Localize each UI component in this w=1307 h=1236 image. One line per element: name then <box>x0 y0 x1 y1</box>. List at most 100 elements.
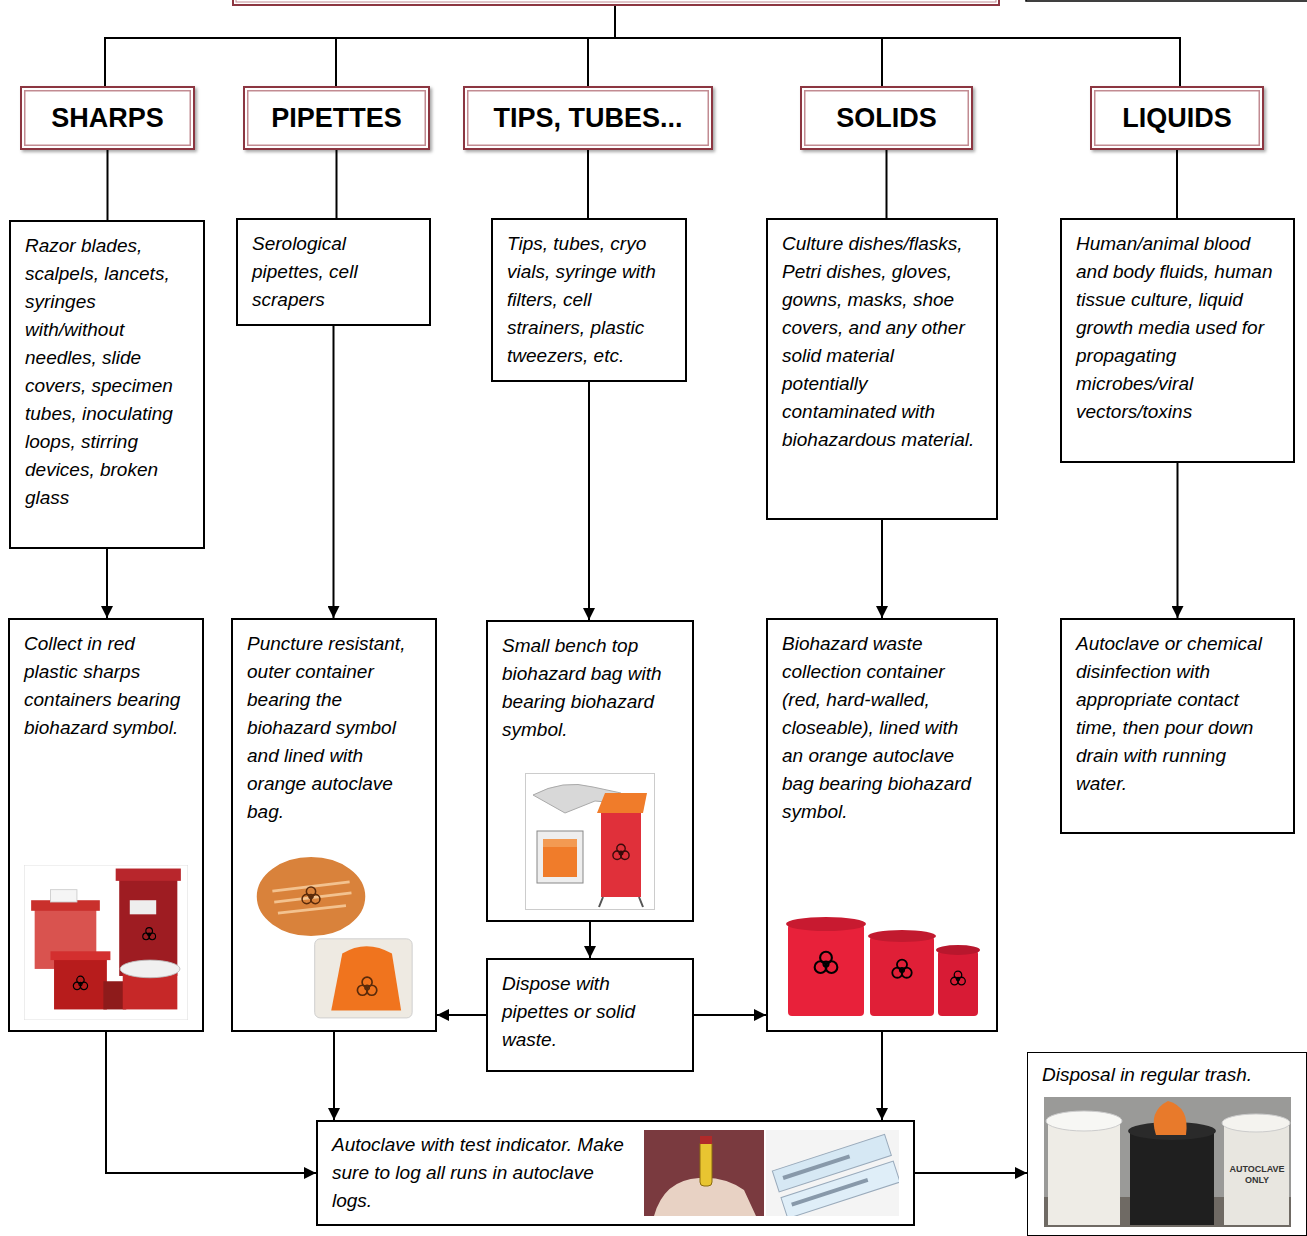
flow-arrow <box>881 520 883 618</box>
drawing-part <box>357 977 376 995</box>
drawing-part <box>543 845 577 877</box>
category-label: TIPS, TUBES... <box>493 103 682 134</box>
drawing-part <box>256 856 366 937</box>
action-text: Autoclave or chemical disinfection with … <box>1076 630 1279 798</box>
sharps-containers-photo <box>24 865 188 1020</box>
action-text: Autoclave with test indicator. Make sure… <box>332 1131 632 1215</box>
drawing-part <box>870 936 934 1016</box>
action-box: Collect in red plastic sharps containers… <box>8 618 204 1032</box>
drawing-part <box>938 950 978 1016</box>
drawing-part <box>936 945 980 955</box>
flow-arrow <box>437 1014 486 1016</box>
drawing-part <box>526 774 655 910</box>
action-box: Dispose with pipettes or solid waste. <box>486 958 694 1072</box>
flow-arrow <box>106 549 108 618</box>
photo-label: AUTOCLAVE ONLY <box>1227 1164 1287 1186</box>
test-indicator-photos <box>644 1130 899 1216</box>
drawing-part <box>315 939 412 1018</box>
description-box: Culture dishes/flasks, Petri dishes, glo… <box>766 218 998 520</box>
action-text: Collect in red plastic sharps containers… <box>24 630 188 742</box>
drawing-part <box>331 946 401 1010</box>
action-box: Autoclave with test indicator. Make sure… <box>316 1120 915 1226</box>
category-box: LIQUIDS <box>1090 86 1264 150</box>
action-text: Dispose with pipettes or solid waste. <box>502 970 678 1054</box>
drawing-part <box>73 976 87 989</box>
action-box: Autoclave or chemical disinfection with … <box>1060 618 1295 834</box>
drawing-part <box>537 831 583 883</box>
disposal-text: Disposal in regular trash. <box>1042 1061 1292 1089</box>
flow-arrow <box>588 382 590 620</box>
drawing-part <box>233 0 999 5</box>
drawing-part <box>51 890 77 902</box>
drawing-part <box>951 971 966 985</box>
description-text: Culture dishes/flasks, Petri dishes, glo… <box>782 230 982 454</box>
drawing-part <box>772 1134 899 1216</box>
category-label: LIQUIDS <box>1122 103 1232 134</box>
drawing-part <box>644 1130 764 1216</box>
drawing-part <box>781 1161 899 1216</box>
flow-arrow <box>1176 150 1178 218</box>
drawing-part <box>782 1154 850 1179</box>
drawing-part <box>599 897 643 907</box>
category-label: SOLIDS <box>836 103 937 134</box>
drawing-part <box>892 960 911 978</box>
action-box: Biohazard waste collection container (re… <box>766 618 998 1032</box>
drawing-part <box>1224 1123 1289 1225</box>
description-box: Human/animal blood and body fluids, huma… <box>1060 218 1295 463</box>
drawing-part <box>236 0 996 2</box>
drawing-part <box>1222 1114 1290 1132</box>
drawing-part <box>597 793 647 813</box>
category-label: SHARPS <box>51 103 164 134</box>
drawing-part <box>1048 1121 1120 1225</box>
description-text: Serological pipettes, cell scrapers <box>252 230 415 314</box>
flow-arrow <box>886 150 888 218</box>
drawing-part <box>1153 1101 1186 1135</box>
drawing-part <box>788 924 864 1016</box>
category-label: PIPETTES <box>271 103 402 134</box>
flow-arrow <box>1177 463 1179 618</box>
flow-arrow <box>587 150 589 218</box>
action-text: Biohazard waste collection container (re… <box>782 630 982 826</box>
drawing-part <box>302 887 320 904</box>
drawing-part <box>700 1140 712 1186</box>
flow-arrow <box>107 150 109 220</box>
description-text: Tips, tubes, cryo vials, syringe with fi… <box>507 230 671 370</box>
category-box: PIPETTES <box>243 86 430 150</box>
drawing-part <box>130 900 156 914</box>
description-box: Tips, tubes, cryo vials, syringe with fi… <box>491 218 687 382</box>
trash-bins-photo <box>1044 1097 1291 1227</box>
category-box: SHARPS <box>20 86 195 150</box>
waste-cans-photo <box>782 910 982 1020</box>
drawing-part <box>601 813 641 897</box>
drawing-part <box>143 928 156 940</box>
drawing-part <box>782 910 982 1020</box>
flow-arrow <box>881 1032 883 1120</box>
drawing-part <box>613 844 629 859</box>
action-box: Small bench top biohazard bag with beari… <box>486 620 694 922</box>
disposal-box: Disposal in regular trash. <box>1027 1052 1307 1236</box>
drawing-part <box>1044 1097 1291 1227</box>
drawing-part <box>116 869 181 881</box>
drawing-part <box>1130 1131 1214 1225</box>
description-text: Razor blades, scalpels, lancets, syringe… <box>25 232 189 512</box>
description-text: Human/animal blood and body fluids, huma… <box>1076 230 1279 426</box>
corner-box-edge <box>1026 0 1307 1</box>
description-box: Serological pipettes, cell scrapers <box>236 218 431 326</box>
drawing-part <box>791 1178 868 1207</box>
drawing-part <box>786 917 866 931</box>
action-text: Small bench top biohazard bag with beari… <box>502 632 678 744</box>
flow-arrow <box>915 1172 1027 1174</box>
action-box: Puncture resistant, outer container bear… <box>231 618 437 1032</box>
drawing-part <box>24 865 188 1020</box>
flow-arrow <box>589 922 591 958</box>
description-box: Razor blades, scalpels, lancets, syringe… <box>9 220 205 549</box>
flow-arrow <box>336 150 338 218</box>
drawing-part <box>700 1136 712 1144</box>
flow-arrow <box>333 326 335 618</box>
drawing-part <box>868 930 936 942</box>
category-box: SOLIDS <box>800 86 973 150</box>
flow-arrow <box>106 1032 316 1173</box>
benchtop-bag-photo <box>525 773 655 910</box>
drawing-part <box>543 839 577 847</box>
drawing-part <box>54 957 107 1010</box>
